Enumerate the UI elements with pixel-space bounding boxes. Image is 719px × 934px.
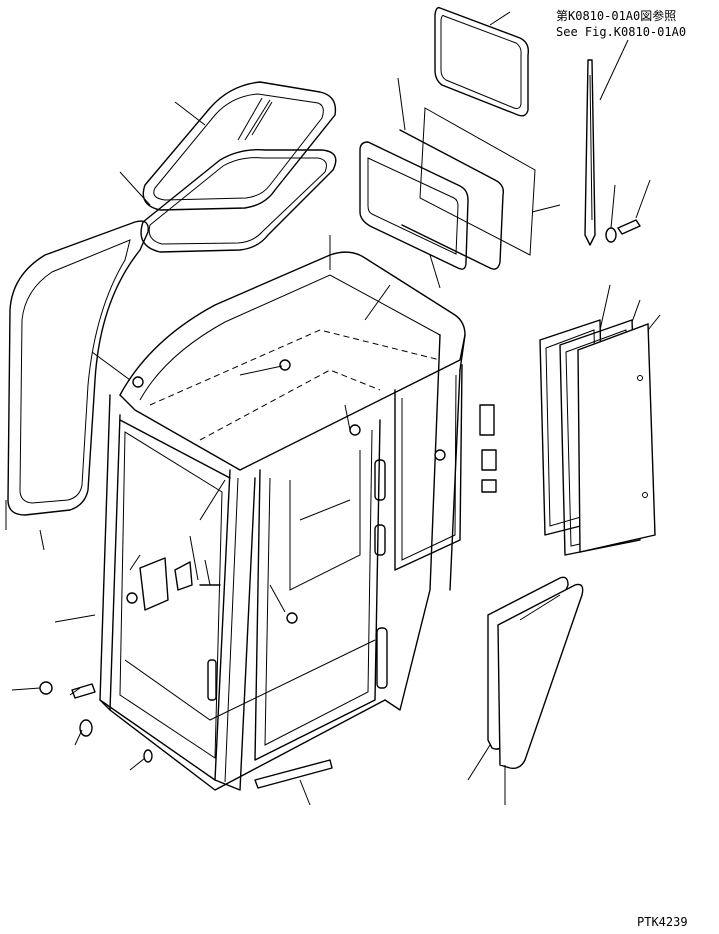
reference-note-en: See Fig.K0810-01A0	[556, 25, 687, 39]
reference-note: 第K0810-01A0図参照 See Fig.K0810-01A0	[556, 8, 686, 40]
leader-lines	[5, 11, 661, 806]
window-seal-frame	[359, 129, 505, 270]
rear-left-seal	[7, 220, 149, 516]
side-glass-panels	[539, 319, 656, 556]
drawing-code: PTK4239	[637, 915, 688, 929]
lower-door-panel	[487, 576, 584, 770]
loose-hardware	[39, 681, 153, 763]
top-window-seal	[434, 6, 530, 117]
window-glass	[419, 107, 536, 256]
reference-note-jp: 第K0810-01A0図参照	[556, 9, 677, 23]
stay-rod	[584, 59, 596, 246]
roof-seal	[140, 149, 337, 253]
roof-glass	[142, 81, 337, 211]
cab-frame	[99, 251, 497, 791]
